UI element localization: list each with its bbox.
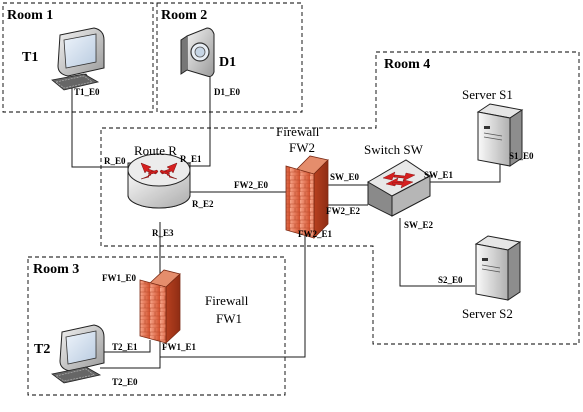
terminal-t1-icon: [51, 27, 105, 91]
terminal-t2-icon: [51, 324, 105, 384]
port-sw-e0: SW_E0: [330, 172, 360, 182]
room-2-zone: [156, 2, 303, 113]
port-s1-e0: S1_E0: [509, 151, 534, 161]
port-fw2-e0: FW2_E0: [234, 180, 269, 190]
fw1-label-line1: Firewall: [205, 293, 249, 308]
link-t2-fw1-e0: [100, 338, 161, 369]
fw2-label-line2: FW2: [289, 140, 315, 155]
port-fw1-e1: FW1_E1: [162, 342, 197, 352]
s1-label: Server S1: [462, 87, 513, 102]
port-t2-e1: T2_E1: [112, 342, 138, 352]
switch-icon: [367, 159, 431, 217]
link-switch-s2: [399, 218, 475, 287]
room-2-title: Room 2: [161, 8, 207, 23]
fw2-label-line1: Firewall: [276, 124, 320, 139]
t2-label: T2: [34, 342, 50, 357]
port-r-e3: R_E3: [152, 228, 174, 238]
port-t2-e0: T2_E0: [112, 377, 138, 387]
port-sw-e2: SW_E2: [404, 220, 434, 230]
link-d1-router: [180, 72, 211, 167]
firewall-fw2-icon: [285, 155, 329, 239]
room-4-title: Room 4: [384, 57, 430, 72]
port-r-e0: R_E0: [104, 156, 126, 166]
port-fw1-e0: FW1_E0: [102, 273, 137, 283]
switch-label: Switch SW: [364, 142, 424, 157]
link-t2-fw1: [104, 340, 151, 353]
port-fw2-e2: FW2_E2: [326, 206, 361, 216]
router-label: Route R: [134, 143, 177, 158]
server-s2-icon: [474, 235, 522, 301]
room-1-zone: [2, 2, 154, 113]
firewall-fw1-icon: [139, 269, 181, 344]
device-d1-icon: [180, 27, 215, 77]
port-r-e2: R_E2: [192, 199, 214, 209]
d1-label: D1: [219, 55, 236, 70]
s2-label: Server S2: [462, 306, 513, 321]
port-s2-e0: S2_E0: [438, 275, 463, 285]
port-r-e1: R_E1: [180, 154, 202, 164]
port-t1-e0: T1_E0: [74, 87, 100, 97]
link-t1-router: [71, 80, 140, 168]
t1-label: T1: [22, 50, 38, 65]
room-4-zone: [100, 51, 580, 345]
port-sw-e1: SW_E1: [424, 170, 454, 180]
link-fw1-fw2: [160, 230, 306, 358]
fw1-label-line2: FW1: [216, 311, 242, 326]
port-d1-e0: D1_E0: [214, 87, 241, 97]
room-3-zone: [27, 256, 286, 396]
room-1-title: Room 1: [7, 8, 53, 23]
port-fw2-e1: FW2_E1: [298, 229, 333, 239]
room-3-title: Room 3: [33, 262, 79, 277]
links: [71, 72, 501, 369]
router-icon: [127, 153, 191, 209]
server-s1-icon: [476, 103, 524, 167]
